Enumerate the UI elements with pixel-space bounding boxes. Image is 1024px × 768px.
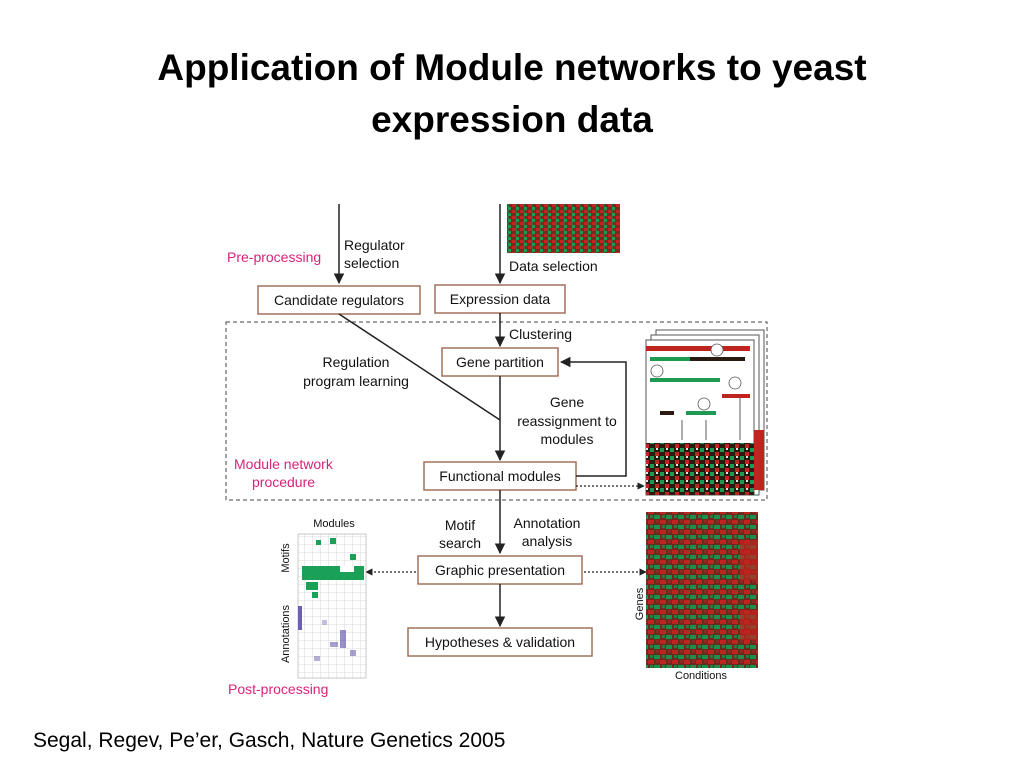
box-functional-modules-label: Functional modules [439, 468, 560, 484]
label-data-selection: Data selection [509, 258, 598, 274]
label-motif-line2: search [439, 535, 481, 551]
expression-heatmap-thumbnail [507, 204, 620, 253]
stage-pre-processing: Pre-processing [227, 249, 321, 265]
label-regulator-line2: selection [344, 255, 399, 271]
box-graphic-presentation [417, 555, 583, 585]
label-conditions: Conditions [675, 670, 727, 682]
box-hypotheses-validation-label: Hypotheses & validation [425, 634, 575, 650]
box-expression-data-label: Expression data [450, 291, 551, 307]
title-line-2: expression data [371, 99, 653, 140]
motif-annotation-matrix [297, 533, 367, 679]
stage-module-network-line1: Module network [234, 456, 334, 472]
box-candidate-regulators-label: Candidate regulators [274, 292, 404, 308]
label-clustering: Clustering [509, 326, 572, 342]
label-modules: Modules [313, 518, 355, 530]
module-panel-stack [645, 329, 765, 496]
label-gene-line1: Gene [550, 394, 584, 410]
heatmap-red-block [740, 540, 758, 580]
citation: Segal, Regev, Pe’er, Gasch, Nature Genet… [33, 729, 506, 752]
box-gene-partition [441, 347, 559, 377]
stage-post-processing: Post-processing [228, 681, 328, 697]
box-graphic-presentation-label: Graphic presentation [435, 562, 565, 578]
label-regulation-line1: Regulation [323, 354, 390, 370]
label-motifs: Motifs [280, 543, 292, 573]
heatmap-red-block [740, 610, 758, 640]
module-network-region [225, 321, 768, 501]
slide-title: Application of Module networks to yeast … [0, 42, 1024, 146]
box-hypotheses-validation [407, 627, 593, 657]
label-annotations: Annotations [280, 604, 292, 663]
label-regulator-line1: Regulator [344, 237, 405, 253]
label-gene-line2: reassignment to [517, 413, 617, 429]
label-motif-line1: Motif [445, 517, 475, 533]
box-expression-data [434, 284, 566, 314]
box-gene-partition-label: Gene partition [456, 354, 544, 370]
label-annotation-line2: analysis [522, 533, 573, 549]
label-gene-line3: modules [541, 431, 594, 447]
label-annotation-line1: Annotation [514, 515, 581, 531]
label-genes: Genes [634, 587, 646, 620]
title-line-1: Application of Module networks to yeast [157, 47, 867, 88]
label-regulation-line2: program learning [303, 373, 409, 389]
gene-condition-heatmap [646, 512, 758, 668]
arrow-gene-reassignment [559, 356, 627, 477]
line-regulation-program [338, 313, 501, 421]
stage-module-network-line2: procedure [252, 474, 315, 490]
